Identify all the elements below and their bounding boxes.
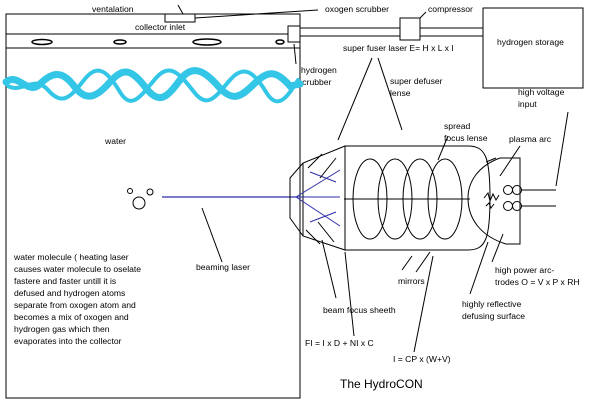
sheath-line-1 xyxy=(305,229,321,245)
cone-beam-1 xyxy=(295,169,341,198)
plasma-arc-pointer xyxy=(499,145,521,177)
plasma-arc-label: plasma arc xyxy=(509,134,552,144)
electrode-1 xyxy=(503,185,513,195)
cone-beam-4 xyxy=(309,171,337,183)
ventilation-box xyxy=(164,13,196,23)
note-line-1: water molecule ( heating laser xyxy=(13,252,129,262)
high-voltage-pointer xyxy=(555,111,569,187)
water-surface-2 xyxy=(6,68,300,104)
note-line-3: fastere and faster untill it is xyxy=(14,276,116,286)
inlet-vent-4 xyxy=(275,39,285,45)
body-back xyxy=(467,145,491,251)
sheath-line-4 xyxy=(319,157,337,179)
super-fuser-laser-label: super fuser laser E= H x L x I xyxy=(343,43,454,53)
inlet-vent-2 xyxy=(113,39,127,45)
oxygen-scrubber-label: oxogen scrubber xyxy=(325,4,389,14)
hydrogen-scrubber-pointer xyxy=(293,43,297,65)
water-label: water xyxy=(104,136,126,146)
super-defuser-label-2: lense xyxy=(390,88,411,98)
mirrors-pointer-2 xyxy=(415,251,431,273)
reflective-dish xyxy=(467,157,521,245)
compressor-pointer xyxy=(419,11,427,19)
note-line-5: separate from oxogen atom and xyxy=(14,300,136,310)
beam-focus-label: beam focus sheeth xyxy=(323,305,396,315)
note-line-4: defused and hydrogen atoms xyxy=(14,288,125,298)
cone-beam-5 xyxy=(309,211,337,223)
water-molecule-hydrogen-1 xyxy=(127,188,133,194)
compressor-label: compressor xyxy=(428,4,473,14)
electrodes-label-2: trodes O = V x P x RH xyxy=(495,277,580,287)
super-defuser-label-1: super defuser xyxy=(390,76,443,86)
inlet-vent-3 xyxy=(192,38,222,46)
note-line-7: hydrogen gas which then xyxy=(14,324,110,334)
electrodes-label-1: high power arc- xyxy=(495,265,554,275)
reflective-label-1: highly reflective xyxy=(462,299,521,309)
oxygen-scrubber-pointer xyxy=(194,9,319,19)
hydrogen-storage-label: hydrogen storage xyxy=(497,37,564,47)
water-molecule-hydrogen-2 xyxy=(146,188,154,196)
water-tank xyxy=(5,13,301,399)
beam-focus-pointer xyxy=(321,239,337,299)
high-voltage-label-1: high voltage xyxy=(518,87,565,97)
beaming-laser-pointer xyxy=(201,207,223,263)
reflective-label-2: defusing surface xyxy=(462,311,525,321)
electrode-2 xyxy=(503,201,513,211)
reflective-pointer xyxy=(469,241,489,295)
note-line-2: causes water molecule to oselate xyxy=(14,264,141,274)
fuser-pointer-2 xyxy=(377,57,403,131)
compressor-box xyxy=(399,17,421,41)
collector-inlet-label: collector inlet xyxy=(135,22,186,32)
spread-focus-pointer xyxy=(437,135,449,161)
cone-beam-3 xyxy=(295,196,341,227)
sheath-line-3 xyxy=(307,153,323,169)
mirrors-pointer-1 xyxy=(401,255,413,271)
spread-focus-label-2: focus lense xyxy=(444,133,488,143)
hydrogen-storage-box xyxy=(482,7,584,89)
note-line-6: becomes a mix of oxogen and xyxy=(14,312,129,322)
spread-focus-label-1: spread xyxy=(444,121,470,131)
note-line-8: evaporates into the collector xyxy=(14,336,122,346)
ventilation-label: ventalation xyxy=(92,4,134,14)
ventilation-pointer xyxy=(177,4,184,15)
fi-pointer xyxy=(344,251,355,337)
plasma-arc-zigzag-2 xyxy=(485,202,495,210)
electrodes-pointer xyxy=(491,233,504,263)
hydrogen-scrubber-label-1: hydrogen xyxy=(301,65,337,75)
mirrors-label: mirrors xyxy=(398,276,425,286)
diagram-title: The HydroCON xyxy=(340,377,423,391)
i-pointer xyxy=(413,255,434,353)
beaming-laser-label: beaming laser xyxy=(196,262,250,272)
inlet-vent-1 xyxy=(31,38,53,46)
dish-lip xyxy=(485,157,497,163)
sheath-line-2 xyxy=(317,221,335,243)
plasma-arc-zigzag xyxy=(483,191,500,203)
hydrogen-scrubber-box xyxy=(287,25,301,43)
water-molecule-oxygen xyxy=(132,196,146,210)
formula-fi: FI = I x D + NI x C xyxy=(305,338,374,348)
high-voltage-label-2: input xyxy=(518,99,537,109)
fuser-pointer-1 xyxy=(337,57,373,141)
formula-i: I = CP x (W+V) xyxy=(393,354,451,364)
hydrogen-scrubber-label-2: scrubber xyxy=(298,77,332,87)
